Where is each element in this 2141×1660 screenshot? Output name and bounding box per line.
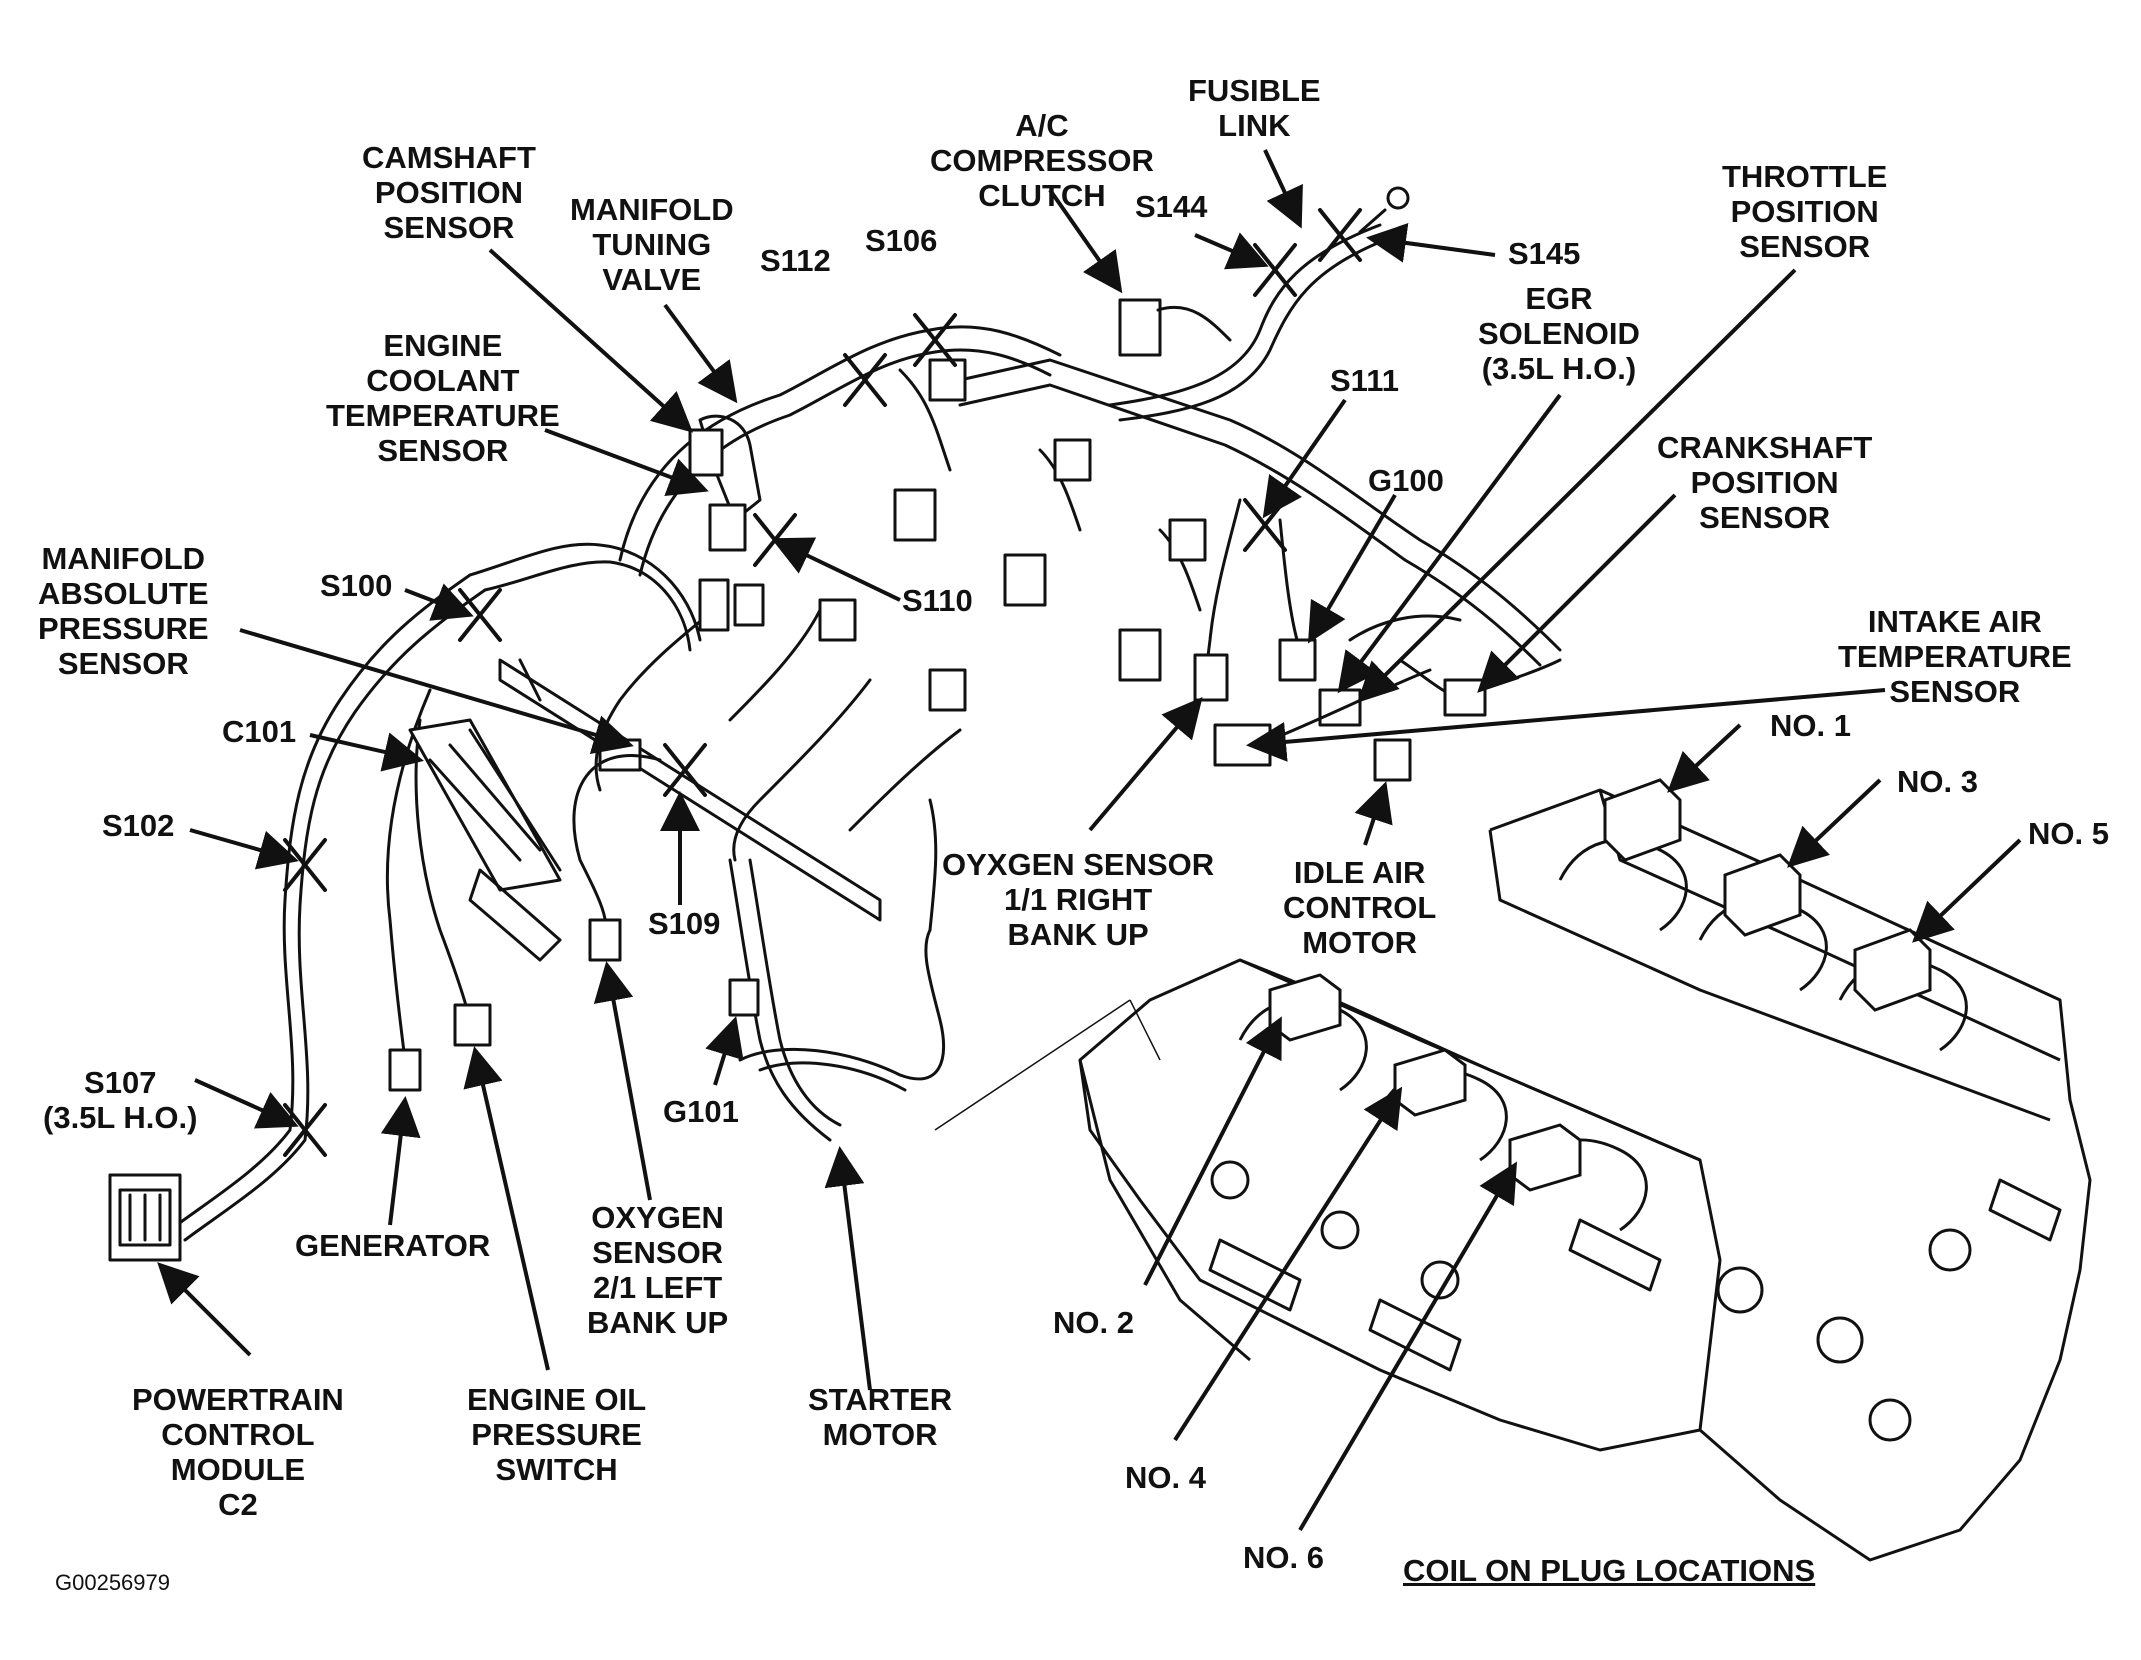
arrow-s100 — [404, 583, 474, 621]
arrow-egr — [1337, 393, 1562, 694]
label-camshaft-position-sensor: CAMSHAFT POSITION SENSOR — [362, 140, 536, 245]
label-fusible-link: FUSIBLE LINK — [1188, 73, 1321, 143]
arrow-g100 — [1307, 493, 1397, 644]
label-manifold-absolute-pressure-sensor: MANIFOLD ABSOLUTE PRESSURE SENSOR — [38, 541, 209, 681]
label-ac-compressor-clutch: A/C COMPRESSOR CLUTCH — [930, 108, 1154, 213]
arrow-g101 — [705, 1016, 744, 1086]
coil-packs — [1268, 778, 1932, 1192]
label-c101: C101 — [222, 714, 297, 749]
label-no6: NO. 6 — [1243, 1540, 1324, 1575]
label-s145: S145 — [1508, 236, 1581, 271]
coil-no4 — [1393, 1048, 1467, 1117]
label-oxygen-sensor-right: OYXGEN SENSOR 1/1 RIGHT BANK UP — [942, 847, 1215, 952]
coil-no1 — [1603, 778, 1682, 862]
leader-arrows — [157, 149, 2022, 1532]
label-crankshaft-position-sensor: CRANKSHAFT POSITION SENSOR — [1657, 430, 1873, 535]
label-no4: NO. 4 — [1125, 1460, 1206, 1495]
coil-no3 — [1723, 853, 1802, 937]
inset-leader-lines — [934, 999, 1161, 1131]
wiring-harness — [108, 186, 1562, 1262]
arrow-crankshaft — [1477, 493, 1677, 693]
label-no1: NO. 1 — [1770, 708, 1851, 743]
arrow-no1 — [1667, 723, 1742, 793]
arrow-no3 — [1787, 778, 1882, 868]
arrow-coolant — [544, 428, 709, 497]
label-s111: S111 — [1330, 363, 1399, 398]
arrow-no5 — [1912, 838, 2022, 943]
label-powertrain-control-module: POWERTRAIN CONTROL MODULE C2 — [132, 1382, 344, 1522]
arrow-s110 — [771, 537, 901, 602]
label-s110: S110 — [902, 583, 973, 618]
label-no5: NO. 5 — [2028, 816, 2109, 851]
label-engine-oil-pressure-switch: ENGINE OIL PRESSURE SWITCH — [467, 1382, 647, 1487]
arrow-starter — [824, 1146, 872, 1391]
label-idle-air-control-motor: IDLE AIR CONTROL MOTOR — [1283, 855, 1437, 960]
label-oxygen-sensor-left: OXYGEN SENSOR 2/1 LEFT BANK UP — [587, 1200, 729, 1340]
coil-no2 — [1268, 973, 1342, 1042]
arrow-pcm — [157, 1262, 252, 1357]
arrow-iat — [1246, 688, 1886, 762]
label-starter-motor: STARTER MOTOR — [808, 1382, 953, 1452]
label-s102: S102 — [102, 808, 175, 843]
label-s109: S109 — [648, 906, 721, 941]
label-engine-coolant-temperature-sensor: ENGINE COOLANT TEMPERATURE SENSOR — [326, 328, 560, 468]
label-intake-air-temperature-sensor: INTAKE AIR TEMPERATURE SENSOR — [1838, 604, 2072, 709]
arrow-s145 — [1366, 223, 1496, 263]
arrow-ac-clutch — [1048, 188, 1123, 294]
label-no2: NO. 2 — [1053, 1305, 1134, 1340]
label-generator: GENERATOR — [295, 1228, 491, 1263]
label-g101: G101 — [663, 1094, 739, 1129]
arrow-fusible — [1263, 149, 1303, 229]
label-s144: S144 — [1135, 189, 1208, 224]
label-g100: G100 — [1368, 463, 1444, 498]
arrow-s111 — [1262, 398, 1347, 519]
arrow-tuning-valve — [663, 303, 738, 404]
coil-no6 — [1508, 1123, 1582, 1192]
label-manifold-tuning-valve: MANIFOLD TUNING VALVE — [570, 192, 734, 297]
arrow-iac — [1354, 781, 1393, 846]
label-s100: S100 — [320, 568, 393, 603]
label-s106: S106 — [865, 223, 938, 258]
arrow-s107 — [194, 1078, 299, 1129]
label-coil-on-plug-locations: COIL ON PLUG LOCATIONS — [1403, 1553, 1816, 1588]
arrow-s102 — [189, 828, 299, 870]
arrow-s144 — [1194, 232, 1269, 270]
arrow-no6 — [1298, 1161, 1518, 1532]
label-throttle-position-sensor: THROTTLE POSITION SENSOR — [1722, 159, 1888, 264]
arrow-o2-left — [593, 961, 652, 1201]
label-egr-solenoid: EGR SOLENOID (3.5L H.O.) — [1478, 281, 1640, 386]
arrow-no2 — [1143, 1016, 1282, 1286]
arrow-c101 — [309, 732, 424, 772]
label-no3: NO. 3 — [1897, 764, 1978, 799]
arrow-o2-right — [1088, 696, 1203, 832]
engine-block-drawing — [1078, 788, 2092, 1562]
arrow-generator — [380, 1096, 421, 1226]
label-s112: S112 — [760, 243, 831, 278]
arrow-throttle — [1357, 268, 1797, 703]
arrow-oil-pressure — [463, 1046, 550, 1371]
label-s107: S107 (3.5L H.O.) — [43, 1065, 198, 1135]
arrow-no4 — [1173, 1086, 1403, 1442]
arrow-camshaft — [488, 248, 693, 433]
coil-no5 — [1853, 928, 1932, 1012]
figure-code: G00256979 — [55, 1570, 170, 1595]
arrow-map — [239, 628, 634, 755]
